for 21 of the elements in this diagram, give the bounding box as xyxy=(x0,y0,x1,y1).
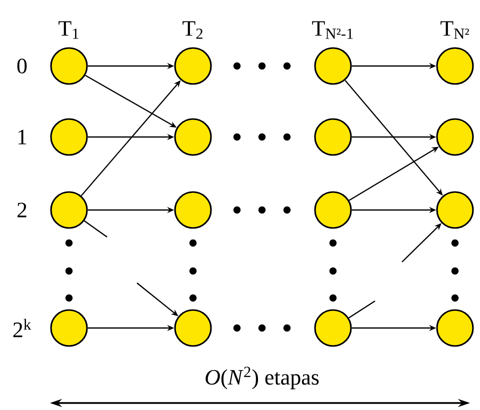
node-circle xyxy=(436,309,474,347)
row-label: 2$^{k}$ xyxy=(13,318,32,338)
node-circle xyxy=(174,309,212,347)
node-circle xyxy=(50,309,88,347)
row-label: 0 xyxy=(17,58,27,74)
node-circle xyxy=(436,191,474,229)
node-circle xyxy=(174,191,212,229)
node-circle xyxy=(50,191,88,229)
row-label: 2 xyxy=(17,202,26,218)
node-circle xyxy=(314,191,352,229)
node-circle xyxy=(50,118,88,156)
node-circle xyxy=(436,118,474,156)
node-circle xyxy=(314,309,352,347)
axis-caption: O(N$^{2}$) etapas xyxy=(206,366,319,390)
node-circle xyxy=(174,47,212,85)
node-circle xyxy=(436,47,474,85)
row-label: 1 xyxy=(18,130,26,144)
node-circle xyxy=(314,47,352,85)
node-circle xyxy=(174,118,212,156)
node-circle xyxy=(314,118,352,156)
node-circle xyxy=(50,47,88,85)
